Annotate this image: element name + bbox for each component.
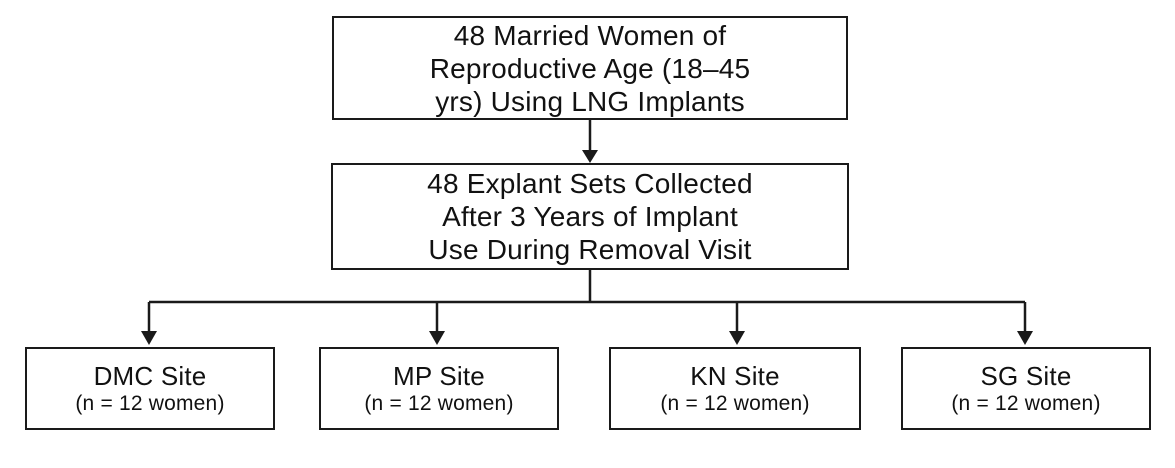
- arrowhead-to-kn: [729, 331, 745, 345]
- site-name: SG Site: [980, 360, 1072, 391]
- site-count: (n = 12 women): [364, 391, 514, 415]
- collection-line-1: 48 Explant Sets Collected: [427, 168, 753, 199]
- site-name: KN Site: [690, 360, 780, 391]
- collection-line-3: Use During Removal Visit: [428, 234, 752, 265]
- arrowhead-top-to-middle: [582, 150, 598, 163]
- site-name: DMC Site: [93, 360, 207, 391]
- population-line-1: 48 Married Women of: [453, 19, 727, 51]
- site-box-kn: KN Site (n = 12 women): [609, 347, 861, 430]
- arrowhead-to-mp: [429, 331, 445, 345]
- population-box: 48 Married Women of Reproductive Age (18…: [332, 16, 848, 120]
- population-line-2: Reproductive Age (18–45: [429, 52, 751, 84]
- population-line-3: yrs) Using LNG Implants: [435, 85, 745, 117]
- arrowhead-to-sg: [1017, 331, 1033, 345]
- site-count: (n = 12 women): [951, 391, 1101, 415]
- arrowhead-to-dmc: [141, 331, 157, 345]
- site-box-dmc: DMC Site (n = 12 women): [25, 347, 275, 430]
- site-count: (n = 12 women): [660, 391, 810, 415]
- site-name: MP Site: [393, 360, 485, 391]
- collection-line-2: After 3 Years of Implant: [442, 201, 738, 232]
- site-count: (n = 12 women): [75, 391, 225, 415]
- site-box-mp: MP Site (n = 12 women): [319, 347, 559, 430]
- site-box-sg: SG Site (n = 12 women): [901, 347, 1151, 430]
- collection-box: 48 Explant Sets Collected After 3 Years …: [331, 163, 849, 270]
